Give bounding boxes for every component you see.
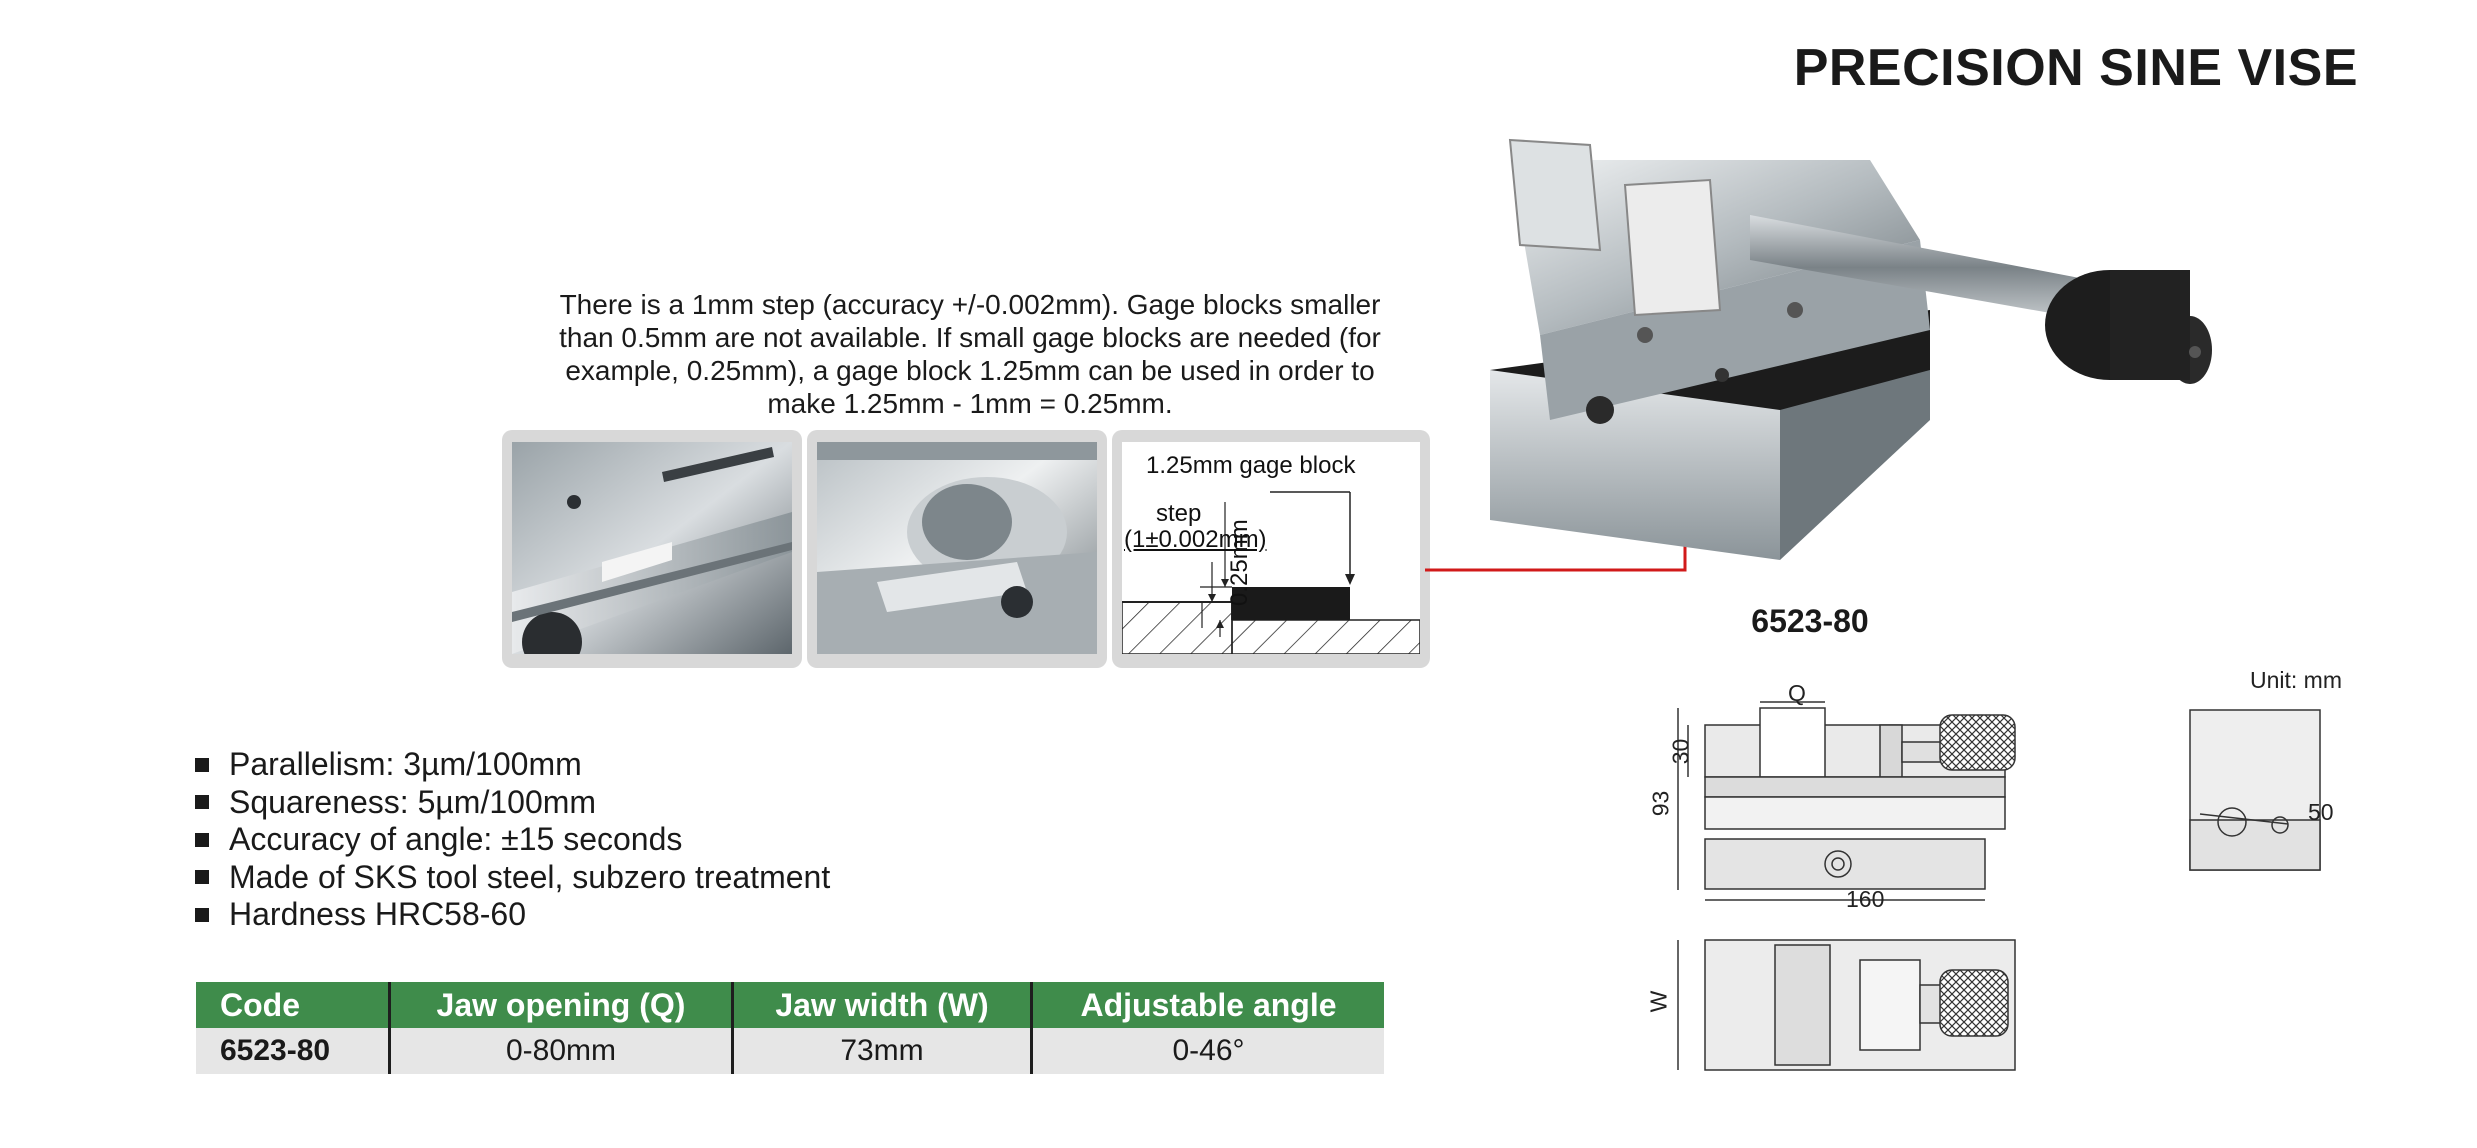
closeup-photo-1: [502, 430, 802, 668]
page-title: PRECISION SINE VISE: [1793, 39, 2358, 97]
dim-50-label: 50: [2308, 799, 2334, 825]
closeup-photo-2-image: [817, 442, 1097, 654]
bullet-icon: [195, 757, 209, 772]
header-adjustable-angle: Adjustable angle: [1031, 982, 1384, 1028]
step-diagram: [1122, 491, 1420, 654]
bullet-icon: [195, 795, 209, 810]
header-jaw-opening: Jaw opening (Q): [389, 982, 734, 1028]
bullet-icon: [195, 907, 209, 922]
bullet-icon: [195, 870, 209, 885]
header-jaw-width: Jaw width (W): [732, 982, 1033, 1028]
step-label: step: [1156, 500, 1202, 527]
dim-30-label: 30: [1667, 738, 1694, 765]
dim-w-label: W: [1645, 990, 1672, 1013]
cell-code: 6523-80: [196, 1028, 391, 1074]
gage-block-note: There is a 1mm step (accuracy +/-0.002mm…: [559, 289, 1381, 419]
cell-adjustable-angle: 0-46°: [1031, 1028, 1384, 1074]
table-header-row: Code Jaw opening (Q) Jaw width (W) Adjus…: [196, 982, 1384, 1028]
cell-jaw-width: 73mm: [732, 1028, 1033, 1074]
header-code: Code: [196, 982, 391, 1028]
bullet-icon: [195, 832, 209, 847]
unit-label: Unit: mm: [2250, 667, 2342, 693]
feature-item: Parallelism: 3µm/100mm: [195, 746, 830, 784]
spec-table: Code Jaw opening (Q) Jaw width (W) Adjus…: [196, 982, 1384, 1074]
feature-list: Parallelism: 3µm/100mm Squareness: 5µm/1…: [195, 746, 830, 934]
gage-block-label: 1.25mm gage block: [1146, 452, 1356, 479]
feature-item: Squareness: 5µm/100mm: [195, 784, 830, 822]
closeup-photo-2: [807, 430, 1107, 668]
closeup-photo-1-image: [512, 442, 792, 654]
dim-93-label: 93: [1647, 790, 1674, 817]
step-diagram-frame: 1.25mm gage block step (1±0.002mm) 0.25m…: [1112, 430, 1430, 668]
step-accuracy-label: (1±0.002mm): [1124, 526, 1267, 553]
technical-drawing: [1677, 701, 2321, 1071]
feature-item: Hardness HRC58-60: [195, 896, 830, 934]
product-photo: [1490, 138, 2212, 560]
dim-160-label: 160: [1846, 886, 1885, 912]
dim-q-label: Q: [1788, 680, 1806, 706]
model-label: 6523-80: [1751, 603, 1869, 639]
cell-jaw-opening: 0-80mm: [389, 1028, 734, 1074]
feature-item: Accuracy of angle: ±15 seconds: [195, 821, 830, 859]
offset-label: 0.25mm: [1226, 519, 1253, 606]
table-row: 6523-80 0-80mm 73mm 0-46°: [196, 1028, 1384, 1074]
feature-item: Made of SKS tool steel, subzero treatmen…: [195, 859, 830, 897]
